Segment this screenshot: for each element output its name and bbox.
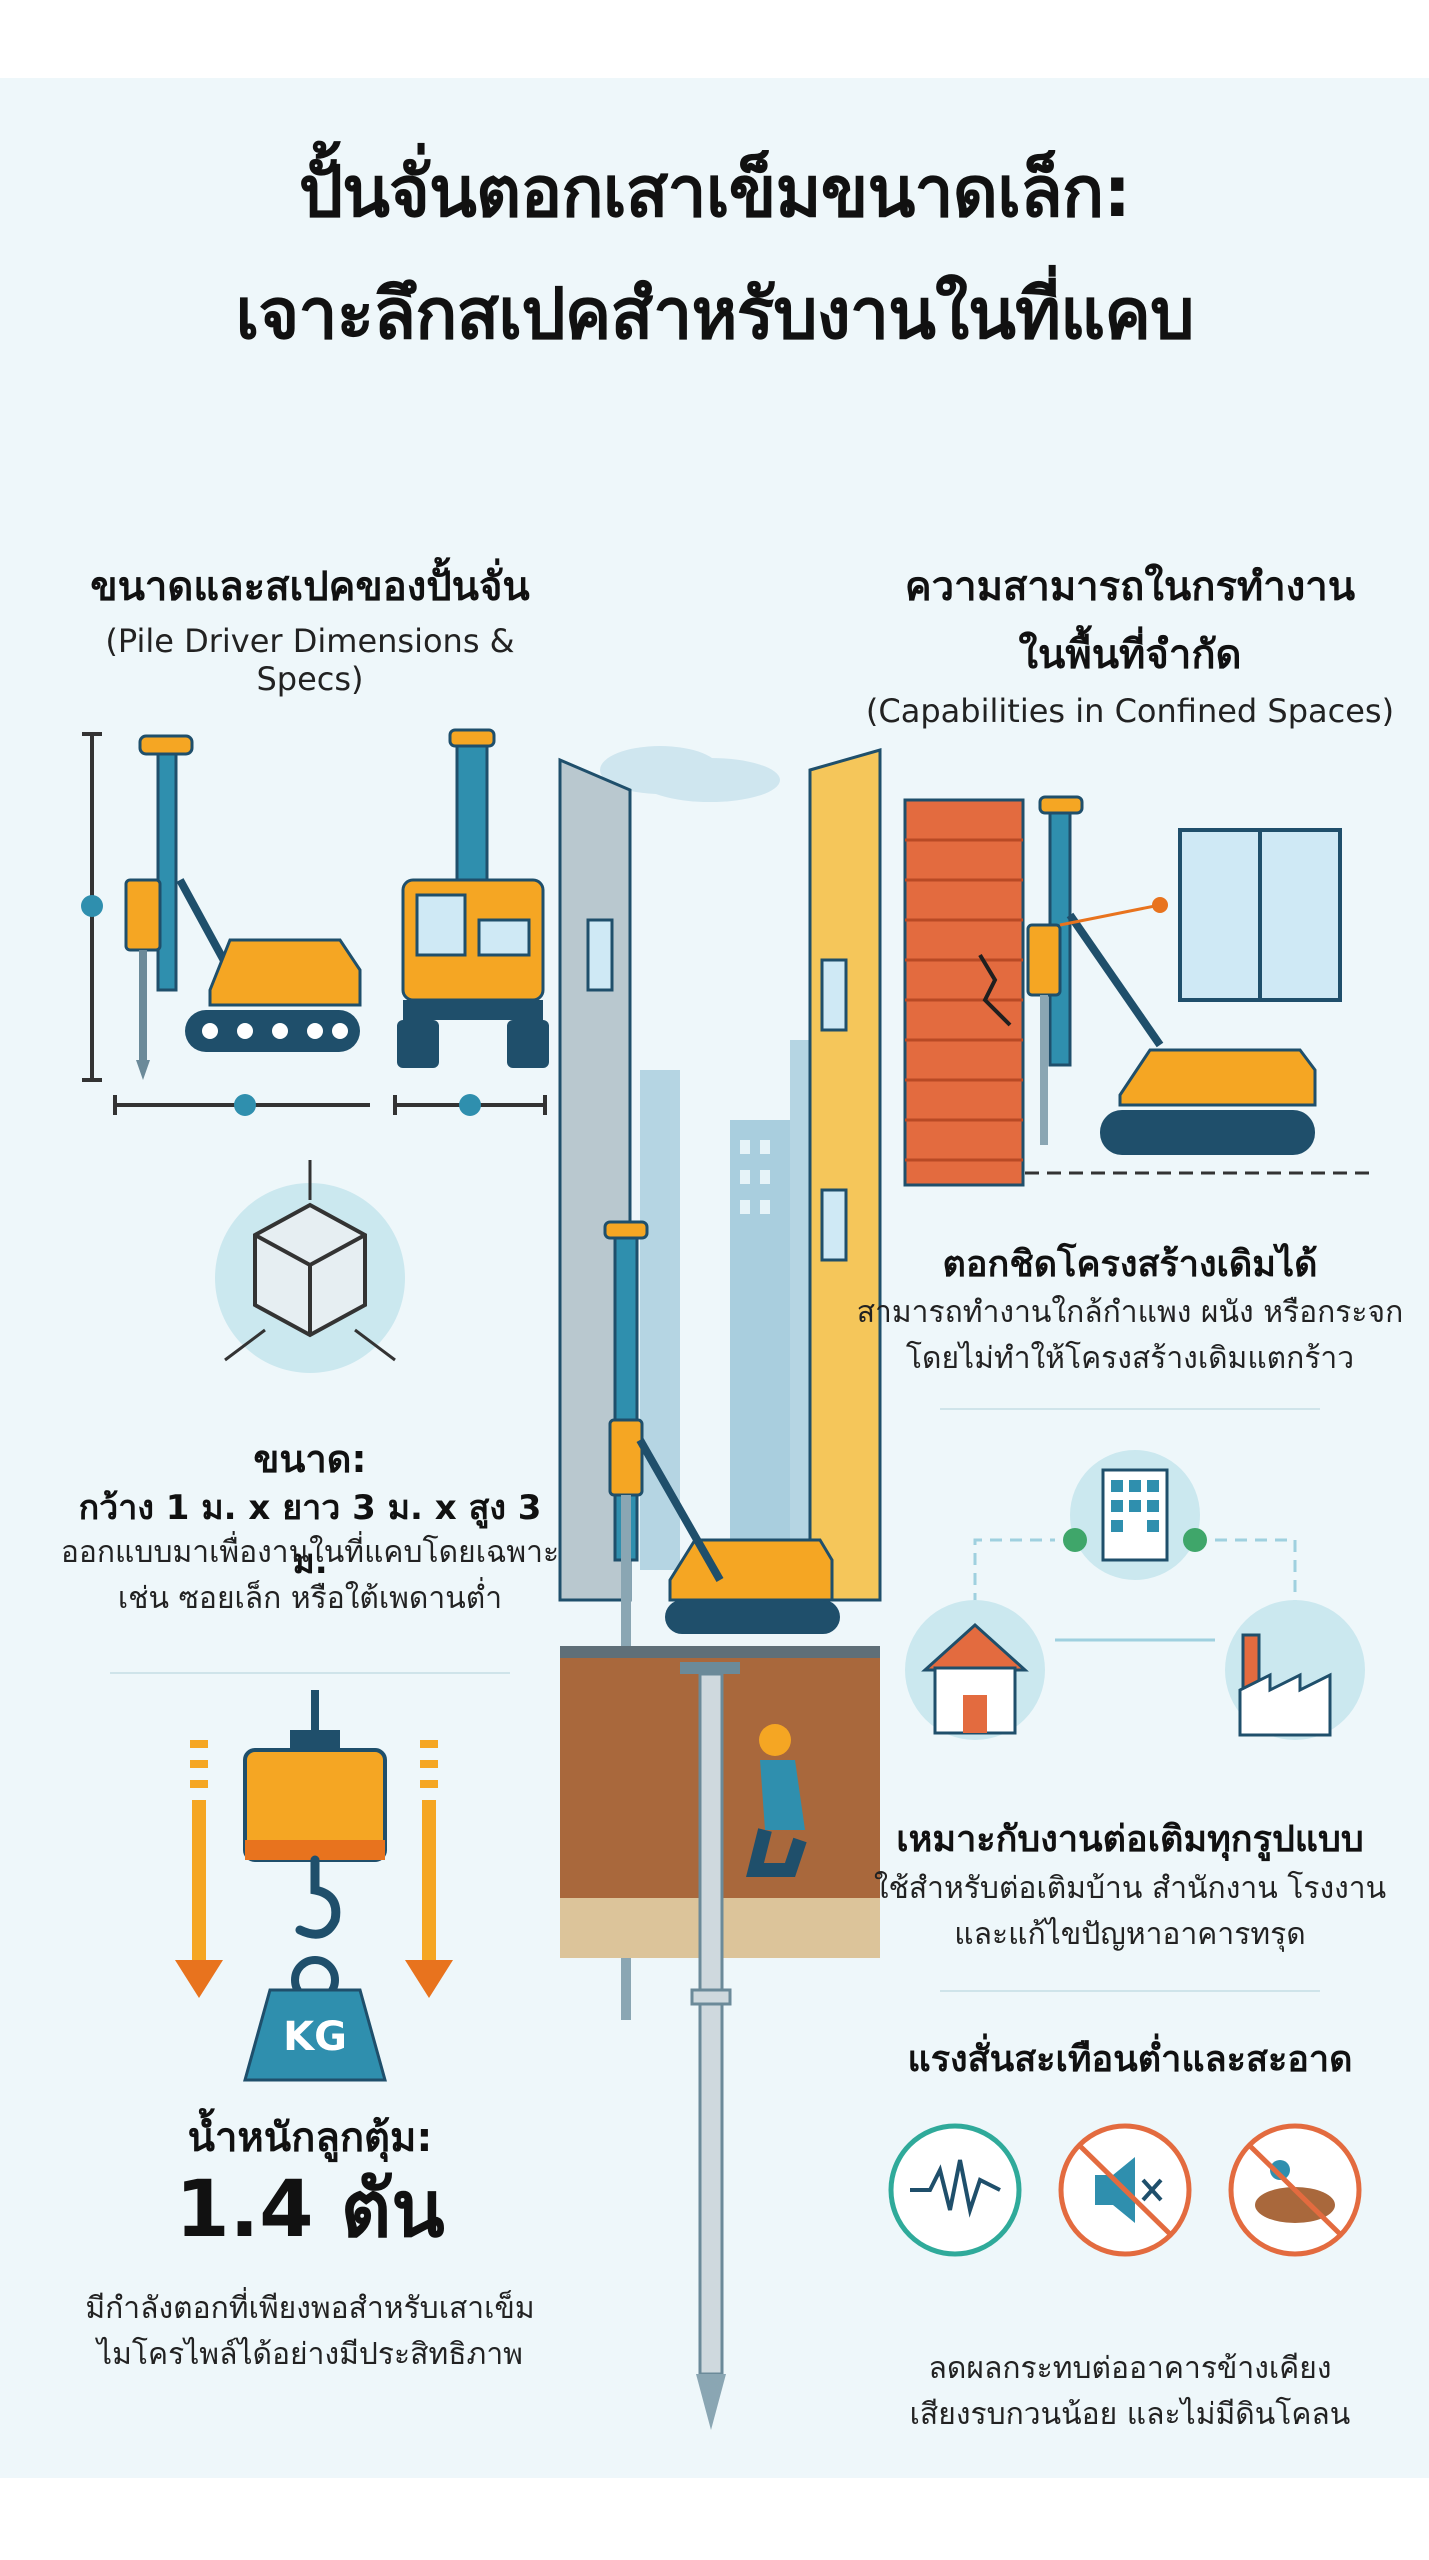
- divider: [110, 1672, 510, 1674]
- center-illustration: [558, 746, 882, 2430]
- weight-desc-1: มีกำลังตอกที่เพียงพอสำหรับเสาเข็ม: [85, 2291, 535, 2326]
- feature3-desc-2: เสียงรบกวนน้อย และไม่มีดินโคลน: [909, 2397, 1351, 2432]
- feature2-desc-1: ใช้สำหรับต่อเติมบ้าน สำนักงาน โรงงาน: [873, 1871, 1387, 1906]
- feature3-desc-1: ลดผลกระทบต่ออาคารข้างเคียง: [928, 2351, 1332, 2386]
- buildings-network-icon: [905, 1450, 1365, 1740]
- office-building-icon: [1063, 1450, 1207, 1580]
- left-heading-en: (Pile Driver Dimensions & Specs): [105, 622, 515, 698]
- size-value: กว้าง 1 ม. x ยาว 3 ม. x สูง 3 ม.: [78, 1488, 542, 1582]
- house-icon: [905, 1600, 1045, 1740]
- cube-icon: [215, 1160, 405, 1373]
- feature3-title: แรงสั่นสะเทือนต่ำและสะอาด: [907, 2039, 1353, 2080]
- kg-label: KG: [283, 2014, 347, 2060]
- hammer-weight-icon: KG: [175, 1690, 453, 2082]
- weight-value: 1.4 ตัน: [175, 2165, 445, 2255]
- feature1-title: ตอกชิดโครงสร้างเดิมได้: [942, 1244, 1318, 1285]
- weight-desc-2: ไมโครไพล์ได้อย่างมีประสิทธิภาพ: [97, 2337, 523, 2372]
- right-heading-en: (Capabilities in Confined Spaces): [865, 692, 1395, 730]
- feature2-title: เหมาะกับงานต่อเติมทุกรูปแบบ: [896, 1819, 1364, 1860]
- feature1-desc-1: สามารถทำงานใกล้กำแพง ผนัง หรือกระจก: [856, 1295, 1404, 1330]
- pile-driver-side-icon: [81, 732, 370, 1116]
- right-heading-line1: ความสามารถในกรทำงาน: [904, 564, 1356, 610]
- size-desc-2: เช่น ซอยเล็ก หรือใต้เพดานต่ำ: [117, 1581, 503, 1616]
- feature1-desc-2: โดยไม่ทำให้โครงสร้างเดิมแตกร้าว: [905, 1341, 1355, 1376]
- pile-driver-front-icon: [393, 728, 549, 1116]
- page-title-line1: ปั้นจั่นตอกเสาเข็มขนาดเล็ก:: [298, 151, 1132, 233]
- right-heading-line2: ในพื้นที่จำกัด: [1018, 632, 1242, 678]
- divider: [940, 1408, 1320, 1410]
- page-title-line2: เจาะลึกสเปคสำหรับงานในที่แคบ: [235, 273, 1194, 355]
- no-mud-icon: [1228, 2123, 1362, 2257]
- vibration-icon: [888, 2123, 1022, 2257]
- feature3-icons: [888, 2123, 1362, 2257]
- weight-label: น้ำหนักลูกตุ้ม:: [187, 2115, 433, 2161]
- brick-wall-icon: [903, 795, 1370, 1187]
- mute-icon: [1058, 2123, 1192, 2257]
- factory-icon: [1225, 1600, 1365, 1740]
- size-desc-1: ออกแบบมาเพื่องานในที่แคบโดยเฉพาะ: [60, 1535, 560, 1570]
- divider: [940, 1990, 1320, 1992]
- left-heading: ขนาดและสเปคของปั้นจั่น: [90, 564, 530, 610]
- feature2-desc-2: และแก้ไขปัญหาอาคารทรุด: [954, 1917, 1306, 1952]
- size-label: ขนาด:: [253, 1437, 367, 1481]
